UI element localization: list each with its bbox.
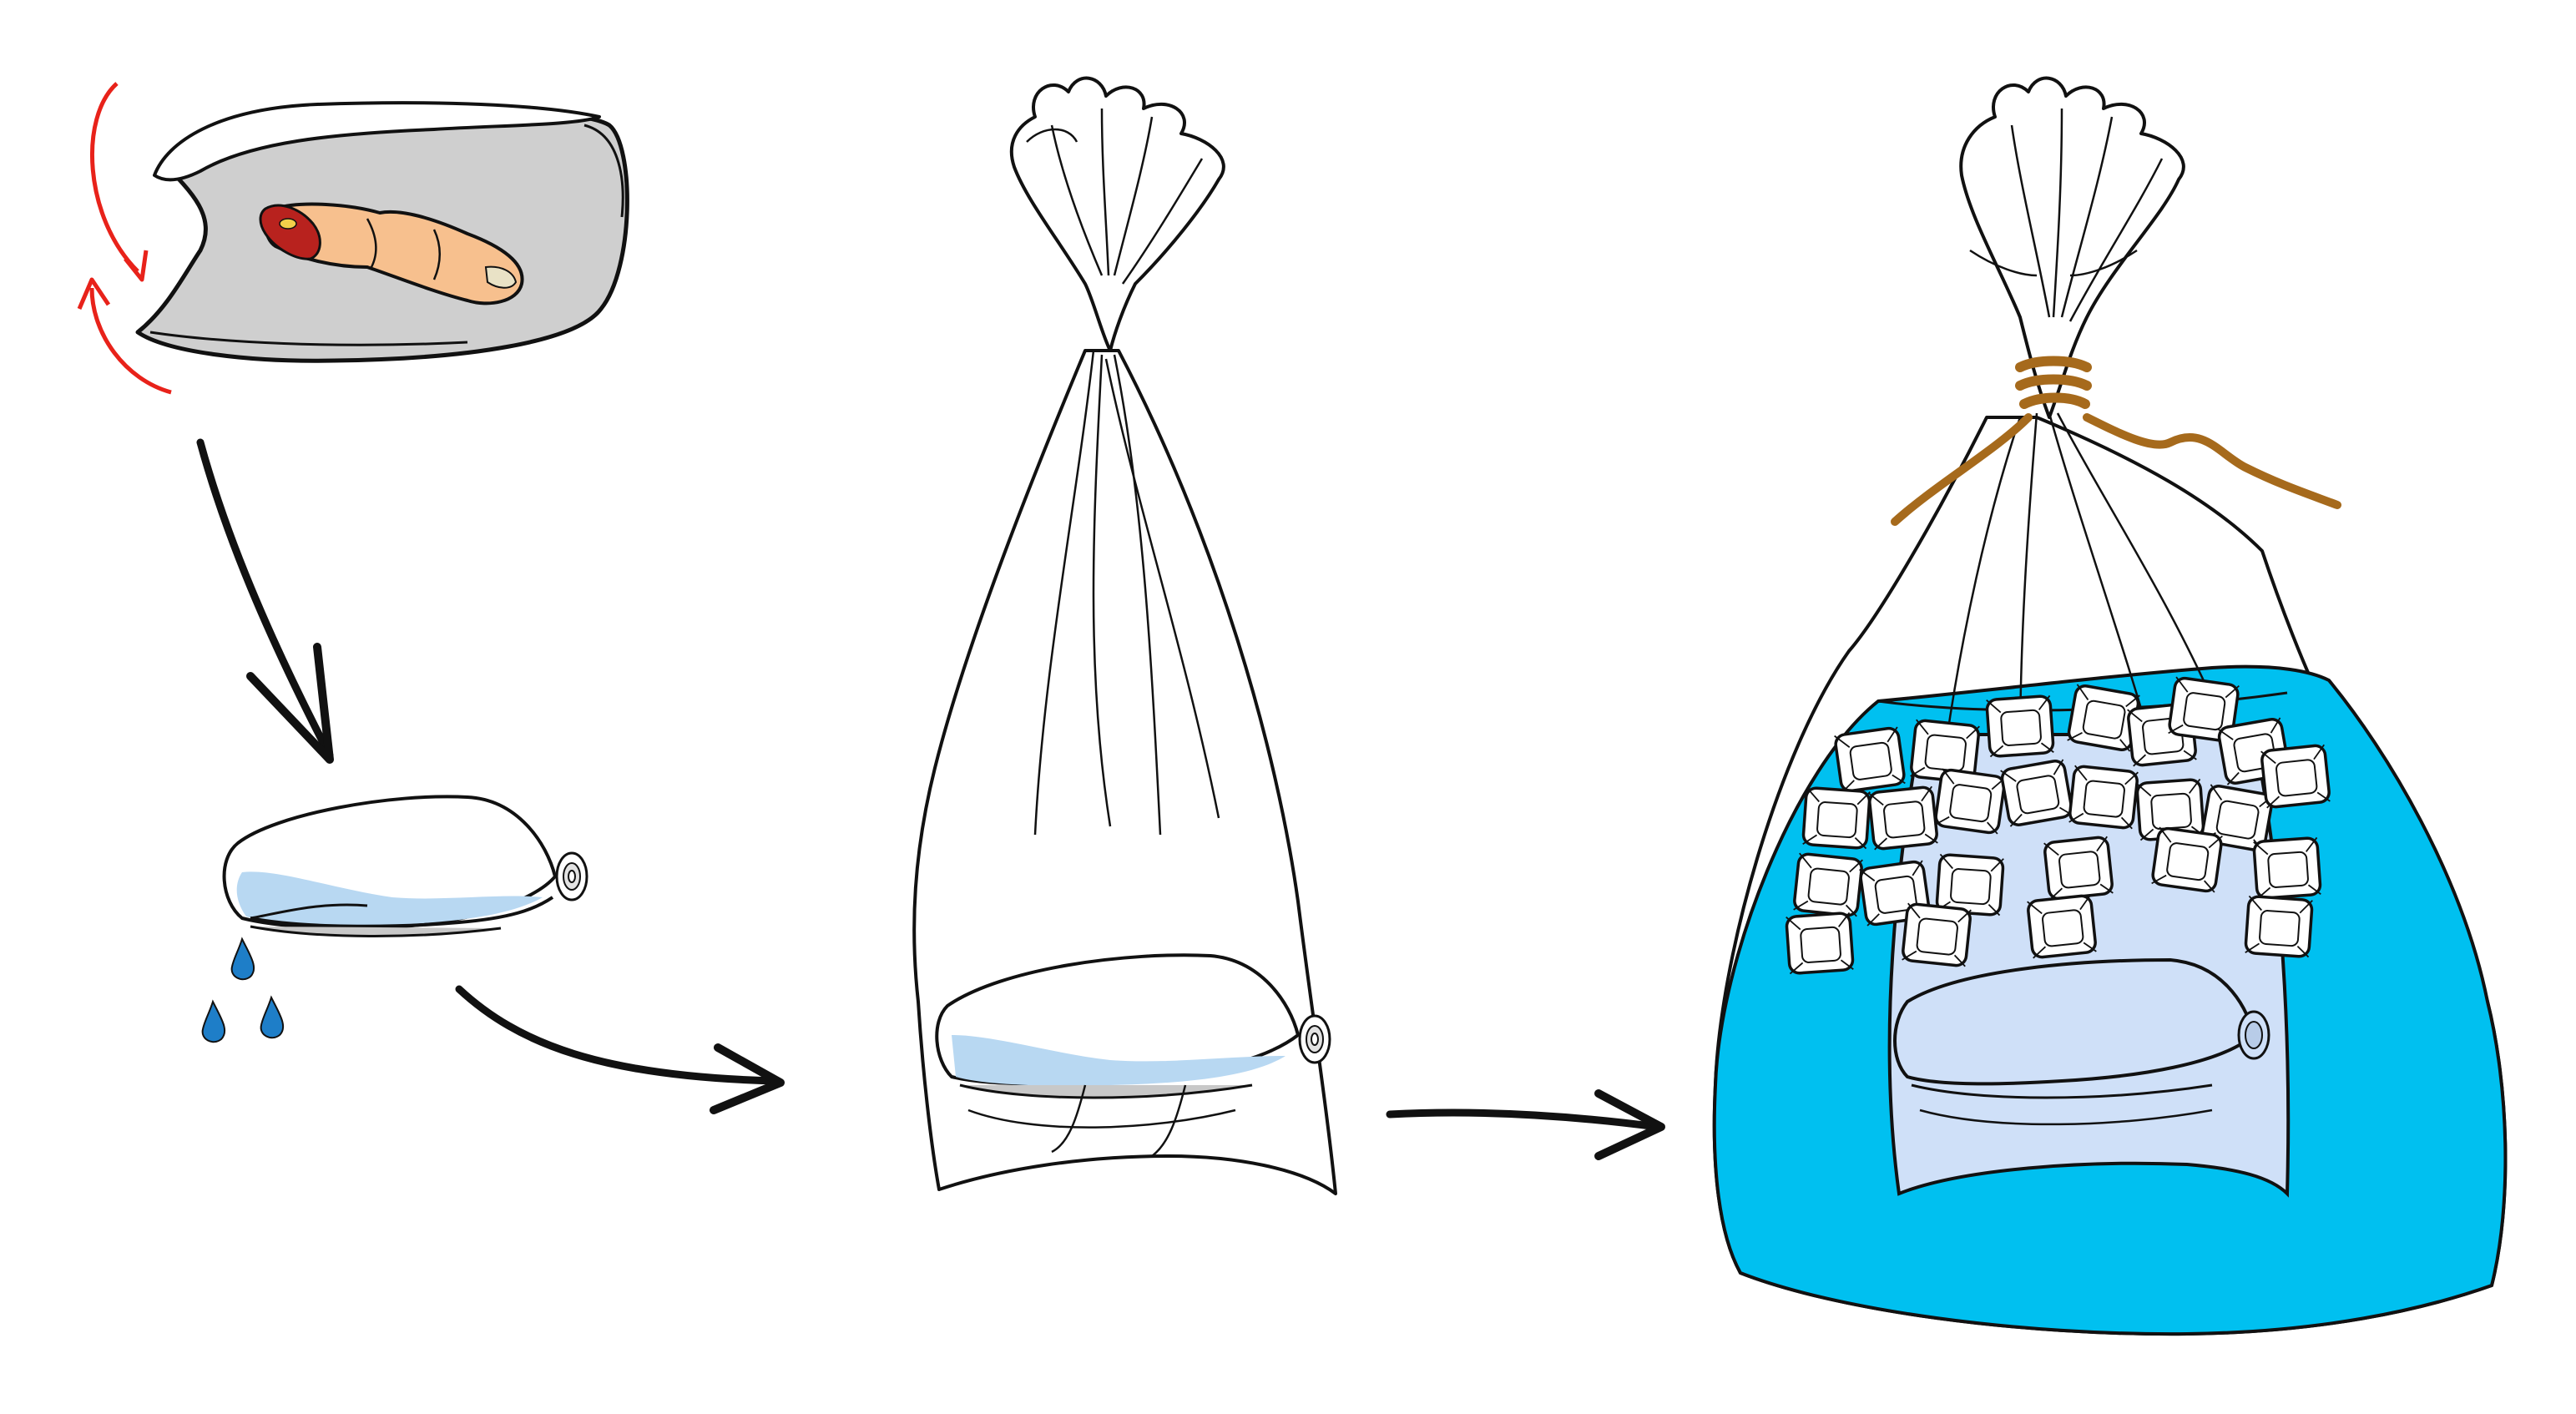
ice-cube: [1935, 853, 2005, 917]
arrow-step1-to-step2: [196, 438, 334, 764]
ice-cube: [1785, 912, 1855, 975]
ice-cube: [1934, 768, 2006, 835]
bundle-in-bag: [1893, 957, 2270, 1126]
ice-cube: [2068, 765, 2139, 830]
ice-cube: [2135, 778, 2205, 841]
step-wrap-finger: [77, 82, 629, 395]
ice-cube: [2200, 784, 2274, 852]
step-ice-water: [1712, 76, 2508, 1336]
string-tie: [1891, 356, 2341, 526]
fingernail: [484, 265, 518, 289]
cloth-fold: [153, 101, 601, 182]
wound: [259, 204, 321, 260]
ice-cube: [2027, 894, 2097, 959]
rotation-arrow-icon: [77, 82, 172, 395]
ice-cube: [2043, 836, 2114, 901]
ice-cube: [1868, 785, 1938, 851]
severed-finger: [259, 202, 524, 306]
ice-cube: [1793, 852, 1863, 917]
ice-cube: [1985, 694, 2055, 758]
ice-cube: [2151, 826, 2223, 893]
ice-cube: [2252, 836, 2322, 900]
ice-cube: [2244, 895, 2314, 958]
ice-cube: [2067, 684, 2140, 752]
wet-cloth-area: [236, 871, 543, 926]
ice-cube: [1910, 719, 1980, 784]
twisted-bag-top: [1959, 76, 2185, 419]
ice-cube: [1902, 902, 1972, 967]
ice-cubes: [1785, 676, 2331, 975]
ice-cube: [1801, 786, 1871, 850]
ice-cube: [2000, 759, 2073, 827]
ice-cube: [2168, 676, 2240, 743]
ice-cube: [2260, 744, 2331, 809]
arrow-step2-to-step3: [455, 985, 785, 1114]
bundle-in-bag: [935, 953, 1331, 1157]
water-drop-icon: [201, 937, 285, 1043]
arrow-step3-to-step4: [1386, 1089, 1665, 1160]
ice-cube: [1834, 726, 1906, 793]
step-wrapped-bundle: [201, 795, 588, 1043]
twisted-bag-top: [1009, 76, 1225, 352]
step-sealed-bag: [912, 76, 1337, 1195]
roll-end-icon: [555, 851, 588, 901]
